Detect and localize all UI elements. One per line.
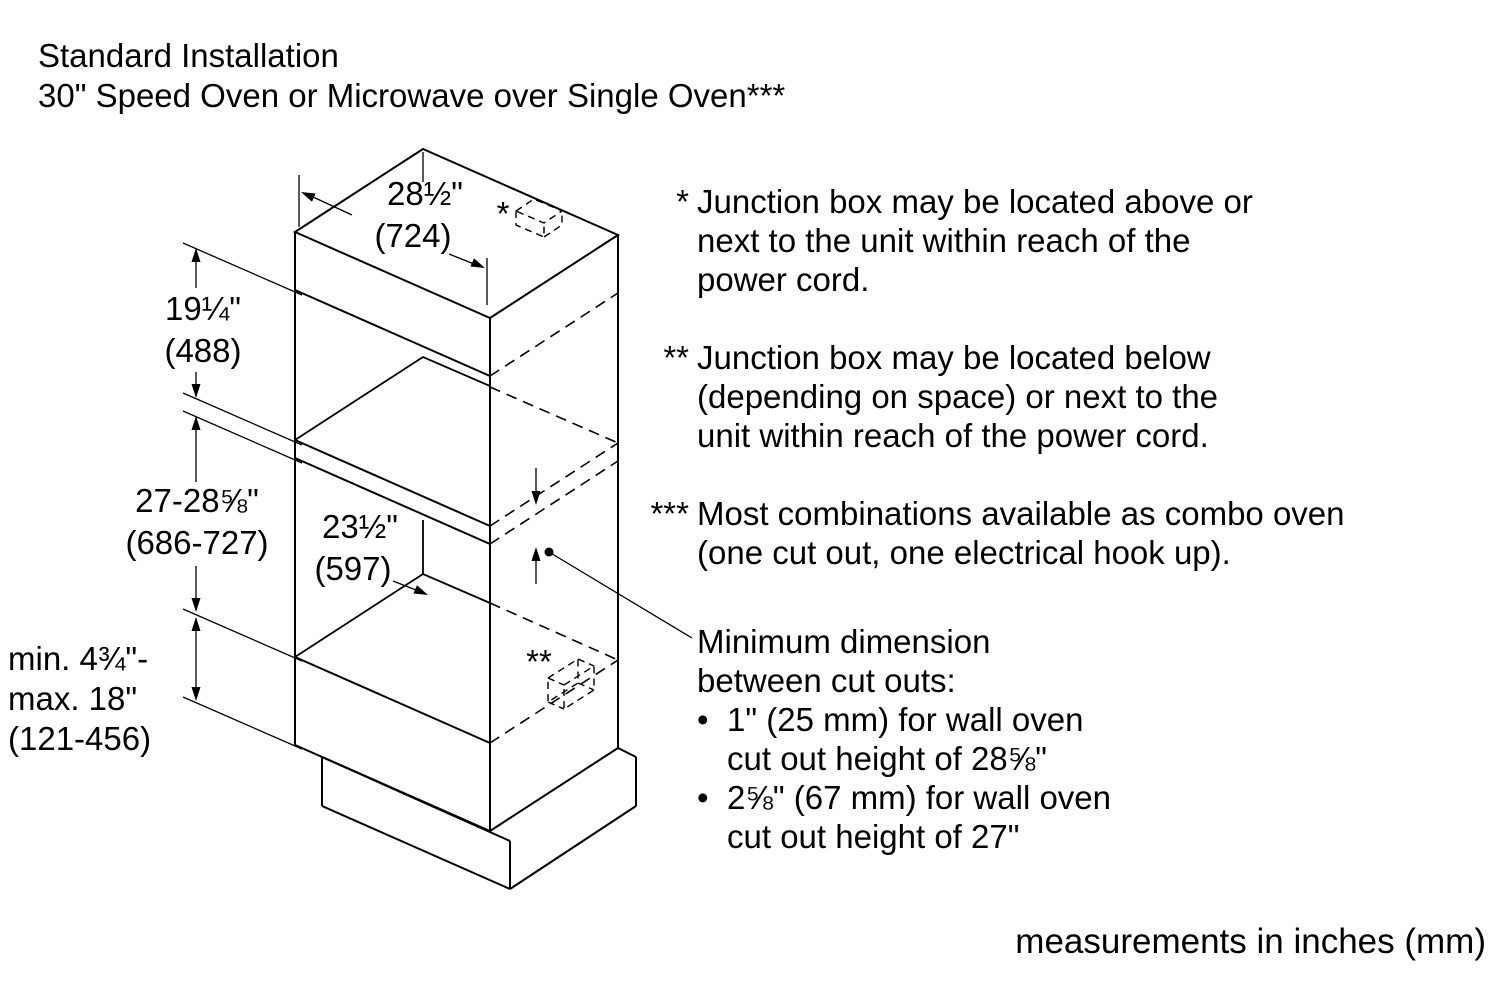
upper-height-dimension-mm: (488) [164, 332, 241, 369]
junction-box-side-dashed [547, 657, 595, 711]
junction-box-side-marker: ** [526, 643, 552, 680]
dimension-extension-lines [182, 152, 488, 750]
leader-dot [544, 547, 554, 557]
note-text: Junction box may be located above or nex… [697, 183, 1253, 298]
base-edges [321, 747, 637, 890]
note-marker: *** [650, 495, 689, 532]
bottom-clearance-mm: (121-456) [8, 720, 151, 757]
upper-height-dimension-inches: 19¼" [165, 290, 241, 327]
bottom-clearance-max: max. 18" [8, 680, 137, 717]
units-note: measurements in inches (mm) [1015, 922, 1486, 961]
interior-shelf-edges [294, 355, 491, 658]
bullet-icon: • [697, 779, 709, 816]
width-dimension-mm: (724) [374, 217, 451, 254]
min-dimension-bullet-2: • 2⅝" (67 mm) for wall oven cut out heig… [697, 778, 1457, 856]
min-dimension-bullet-1: • 1" (25 mm) for wall oven cut out heigh… [697, 700, 1457, 778]
bullet-text: 2⅝" (67 mm) for wall oven cut out height… [727, 779, 1112, 855]
lower-height-dimension-mm: (686-727) [125, 524, 268, 561]
note-marker: ** [663, 339, 689, 376]
depth-dimension-inches: 23½" [322, 508, 398, 545]
bottom-clearance-min: min. 4¾"- [8, 640, 148, 677]
note-text: Junction box may be located below (depen… [697, 339, 1219, 454]
note-junction-below: ** Junction box may be located below (de… [645, 338, 1455, 455]
depth-dimension-mm: (597) [314, 550, 391, 587]
min-dimension-heading: Minimum dimension between cut outs: [697, 623, 991, 699]
bullet-text: 1" (25 mm) for wall oven cut out height … [727, 701, 1084, 777]
dimension-arrowheads [191, 192, 541, 701]
note-text: Most combinations available as combo ove… [697, 495, 1345, 571]
note-combo-oven: *** Most combinations available as combo… [645, 494, 1455, 572]
page-title: Standard Installation 30" Speed Oven or … [38, 37, 786, 114]
hidden-interior-edges [489, 292, 619, 744]
bullet-icon: • [697, 701, 709, 738]
junction-box-top-marker: * [497, 195, 510, 232]
cabinet-edges [292, 147, 621, 832]
junction-box-top-dashed [514, 198, 564, 239]
lower-height-dimension-inches: 27-28⅝" [135, 482, 259, 519]
note-junction-above: * Junction box may be located above or n… [645, 182, 1455, 299]
note-marker: * [676, 183, 689, 220]
width-dimension-inches: 28½" [387, 175, 463, 212]
min-dimension-note: Minimum dimension between cut outs: • 1"… [697, 622, 1457, 856]
